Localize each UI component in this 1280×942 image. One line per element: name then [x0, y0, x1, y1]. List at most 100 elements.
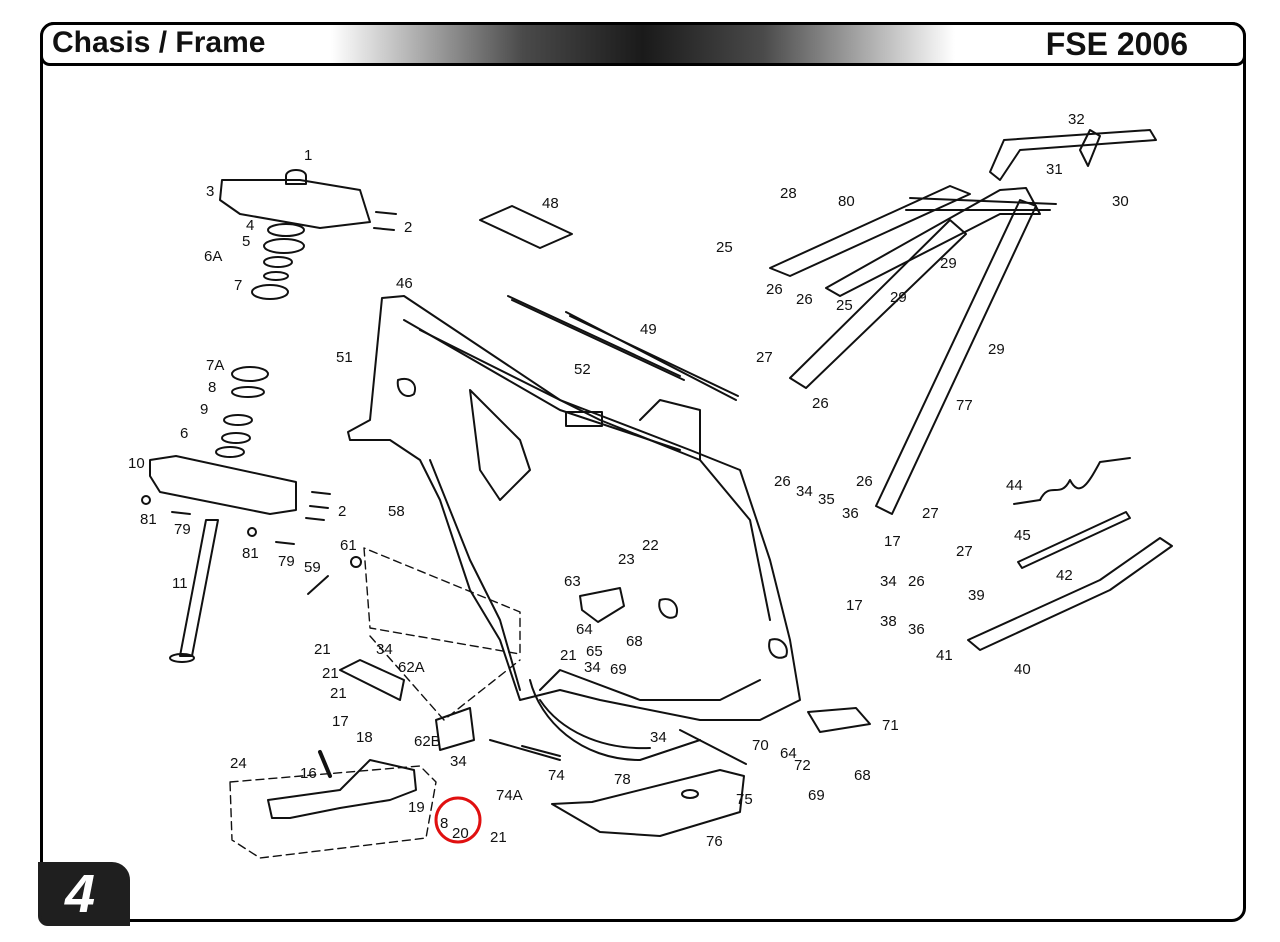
callout-48: 48: [542, 195, 559, 212]
callout-74a: 74A: [496, 787, 523, 804]
callout-64-a: 64: [576, 621, 593, 638]
callout-34-d: 34: [650, 729, 667, 746]
steering-stem: [169, 519, 219, 663]
callout-6: 6: [180, 425, 188, 442]
callout-62a: 62A: [398, 659, 425, 676]
callout-34-e: 34: [796, 483, 813, 500]
callout-45: 45: [1014, 527, 1031, 544]
callout-40: 40: [1014, 661, 1031, 678]
callout-62b: 62B: [414, 733, 441, 750]
brake-pedal: [267, 750, 417, 819]
callout-8: 8: [208, 379, 216, 396]
callout-34-f: 34: [880, 573, 897, 590]
callout-17-a: 17: [332, 713, 349, 730]
footpegs: [579, 587, 871, 733]
callout-72: 72: [794, 757, 811, 774]
callout-27-c: 27: [956, 543, 973, 560]
steering-bearings: [215, 223, 305, 458]
wires: [479, 205, 739, 401]
callout-75: 75: [736, 791, 753, 808]
callout-27-b: 27: [922, 505, 939, 522]
page-number: 4: [64, 864, 96, 924]
assembly-outlines: [229, 547, 521, 859]
callout-64-b: 64: [780, 745, 797, 762]
callout-21-d: 21: [330, 685, 347, 702]
page-number-tab: [38, 862, 130, 926]
pivot-axles: [339, 659, 747, 765]
callout-78: 78: [614, 771, 631, 788]
callout-36-b: 36: [908, 621, 925, 638]
callout-36-a: 36: [842, 505, 859, 522]
callout-26-c: 26: [812, 395, 829, 412]
callout-34-a: 34: [584, 659, 601, 676]
callout-59: 59: [304, 559, 321, 576]
callout-61: 61: [340, 537, 357, 554]
bottom-triple-clamp: [149, 455, 297, 515]
callout-21-b: 21: [314, 641, 331, 658]
callout-20: 20: [452, 825, 469, 842]
callout-21-e: 21: [490, 829, 507, 846]
callout-71: 71: [882, 717, 899, 734]
callout-35: 35: [818, 491, 835, 508]
callout-69-a: 69: [610, 661, 627, 678]
callout-1: 1: [304, 147, 312, 164]
part-callouts: 1 2 3 4 5 6A 7 7A 8 9 6 10 81 79 2 81 79…: [128, 111, 1129, 850]
springs-kickstand: [967, 457, 1173, 651]
callout-44: 44: [1006, 477, 1023, 494]
callout-17-b: 17: [884, 533, 901, 550]
callout-41: 41: [936, 647, 953, 664]
header-bar: [40, 22, 1246, 66]
callout-32: 32: [1068, 111, 1085, 128]
callout-34-c: 34: [450, 753, 467, 770]
callout-7: 7: [234, 277, 242, 294]
section-title: Chasis / Frame: [52, 26, 266, 59]
callout-70: 70: [752, 737, 769, 754]
callout-16: 16: [300, 765, 317, 782]
callout-26-b: 26: [796, 291, 813, 308]
rear-subframe: [769, 129, 1157, 515]
callout-26-a: 26: [766, 281, 783, 298]
callout-17-c: 17: [846, 597, 863, 614]
callout-29-a: 29: [940, 255, 957, 272]
callout-79-b: 79: [278, 553, 295, 570]
callout-26-e: 26: [856, 473, 873, 490]
callout-46: 46: [396, 275, 413, 292]
callout-4: 4: [246, 217, 254, 234]
callout-81-b: 81: [242, 545, 259, 562]
callout-65: 65: [586, 643, 603, 660]
callout-58: 58: [388, 503, 405, 520]
callout-18: 18: [356, 729, 373, 746]
callout-30: 30: [1112, 193, 1129, 210]
callout-42: 42: [1056, 567, 1073, 584]
callout-29-b: 29: [890, 289, 907, 306]
callout-25-a: 25: [716, 239, 733, 256]
callout-52: 52: [574, 361, 591, 378]
callout-69-b: 69: [808, 787, 825, 804]
callout-9: 9: [200, 401, 208, 418]
callout-81-a: 81: [140, 511, 157, 528]
callout-34-b: 34: [376, 641, 393, 658]
callout-22: 22: [642, 537, 659, 554]
callout-11: 11: [172, 575, 188, 592]
callout-7a: 7A: [206, 357, 224, 374]
callout-51: 51: [336, 349, 353, 366]
callout-26-d: 26: [774, 473, 791, 490]
callout-6a: 6A: [204, 248, 222, 265]
callout-10: 10: [128, 455, 145, 472]
callout-49: 49: [640, 321, 657, 338]
callout-21-c: 21: [322, 665, 339, 682]
callout-77: 77: [956, 397, 973, 414]
callout-23: 23: [618, 551, 635, 568]
callout-39: 39: [968, 587, 985, 604]
callout-2: 2: [404, 219, 412, 236]
skid-plate: [551, 769, 745, 837]
page-frame: [40, 22, 1246, 922]
frame-main: [347, 295, 801, 761]
bolts-left: [141, 211, 397, 595]
callout-63: 63: [564, 573, 581, 590]
callout-27-a: 27: [756, 349, 773, 366]
callout-79-a: 79: [174, 521, 191, 538]
highlight-circle: [434, 796, 482, 844]
callout-76: 76: [706, 833, 723, 850]
